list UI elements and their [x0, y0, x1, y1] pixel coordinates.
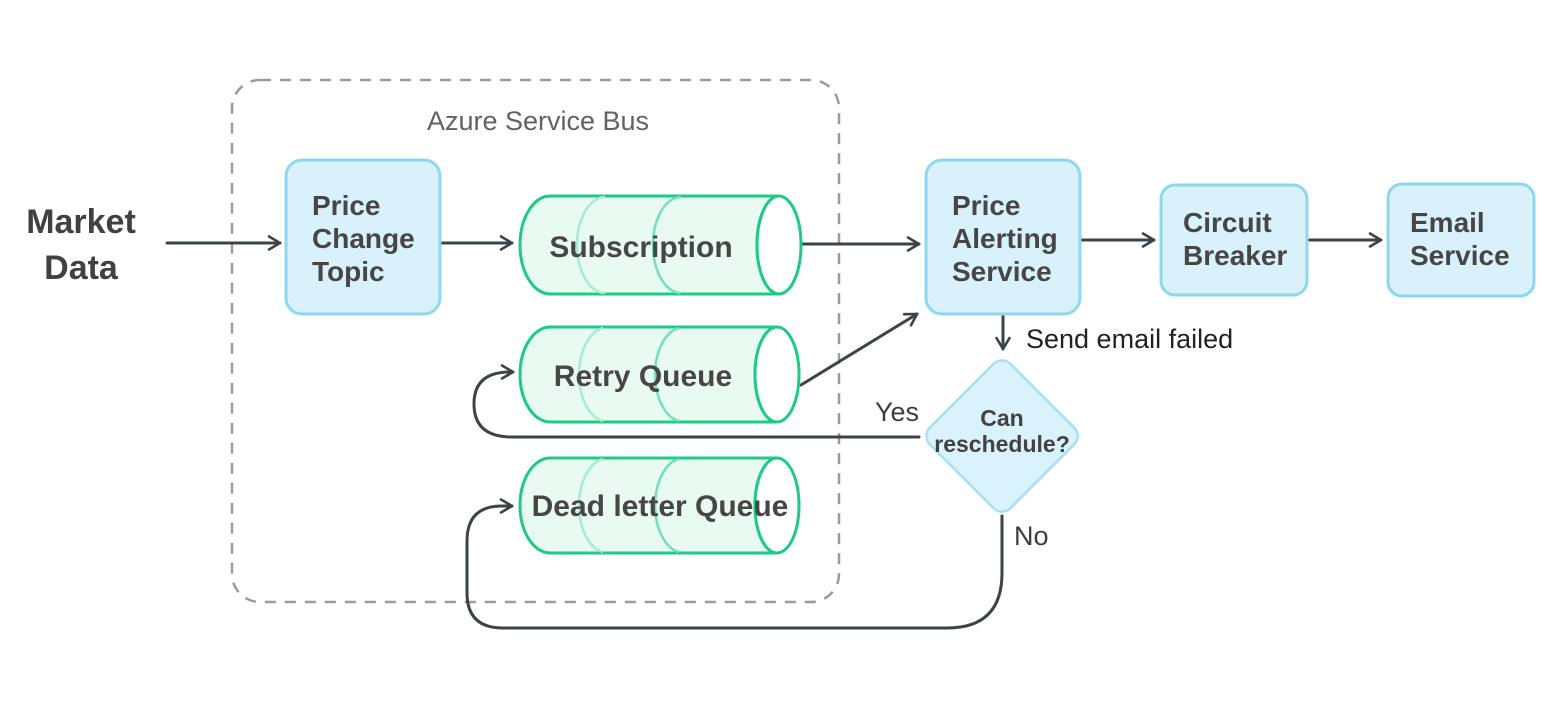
price-change-topic-line2: Change [312, 223, 415, 254]
edge-labels: Send email failed Yes No [875, 324, 1233, 551]
retry-queue-segment-arc-1 [577, 326, 604, 423]
email-service-line2: Service [1410, 240, 1510, 271]
price-alerting-service-box [924, 158, 1082, 316]
node-price-alerting-service: Price Alerting Service [924, 158, 1082, 316]
node-retry-queue: Retry Queue [518, 325, 801, 424]
circuit-breaker-line1: Circuit [1183, 207, 1272, 238]
price-alerting-line1: Price [952, 190, 1021, 221]
retry-queue-segment-arc-2 [653, 326, 680, 423]
email-service-box [1386, 182, 1536, 298]
yes-label: Yes [875, 397, 919, 427]
dead-letter-cylinder-end [753, 456, 801, 555]
azure-service-bus-label: Azure Service Bus [427, 106, 649, 136]
arrow-retry-to-alerting [799, 312, 919, 387]
node-subscription-queue: Subscription [518, 194, 803, 296]
dead-letter-segment-arc-1 [577, 457, 604, 554]
path-yes-to-retry-queue [472, 364, 921, 439]
price-alerting-line2: Alerting [952, 223, 1058, 254]
subscription-segment-arc-2 [651, 195, 682, 295]
price-change-topic-line1: Price [312, 190, 381, 221]
price-alerting-line3: Service [952, 256, 1052, 287]
node-price-change-topic: Price Change Topic [284, 158, 442, 316]
no-label: No [1014, 521, 1049, 551]
send-email-failed-label: Send email failed [1026, 324, 1233, 354]
node-email-service: Email Service [1386, 182, 1536, 298]
azure-service-bus-container: Azure Service Bus [230, 78, 841, 604]
dead-letter-segment-arc-2 [653, 457, 680, 554]
market-data-line1: Market [26, 203, 136, 241]
can-reschedule-diamond [925, 359, 1079, 513]
dead-letter-queue-label: Dead letter Queue [532, 490, 789, 523]
can-reschedule-line1: Can [980, 405, 1023, 431]
subscription-label: Subscription [549, 231, 732, 264]
node-can-reschedule-decision: Can reschedule? [925, 359, 1079, 513]
node-dead-letter-queue: Dead letter Queue [518, 456, 801, 555]
path-no-to-dead-letter-queue [465, 498, 1004, 630]
price-change-topic-box [284, 158, 442, 316]
circuit-breaker-line2: Breaker [1183, 240, 1287, 271]
node-circuit-breaker: Circuit Breaker [1159, 183, 1309, 297]
circuit-breaker-box [1159, 183, 1309, 297]
market-data-line2: Data [44, 249, 119, 287]
connectors [165, 232, 1383, 630]
retry-queue-label: Retry Queue [554, 360, 732, 393]
price-change-topic-line3: Topic [312, 256, 385, 287]
subscription-segment-arc-1 [575, 195, 606, 295]
dashed-boundary [230, 78, 841, 604]
email-service-line1: Email [1410, 207, 1485, 238]
subscription-cylinder-end [755, 194, 803, 296]
retry-queue-cylinder-end [753, 325, 801, 424]
node-market-data: Market Data [26, 203, 136, 287]
can-reschedule-line2: reschedule? [934, 431, 1070, 457]
